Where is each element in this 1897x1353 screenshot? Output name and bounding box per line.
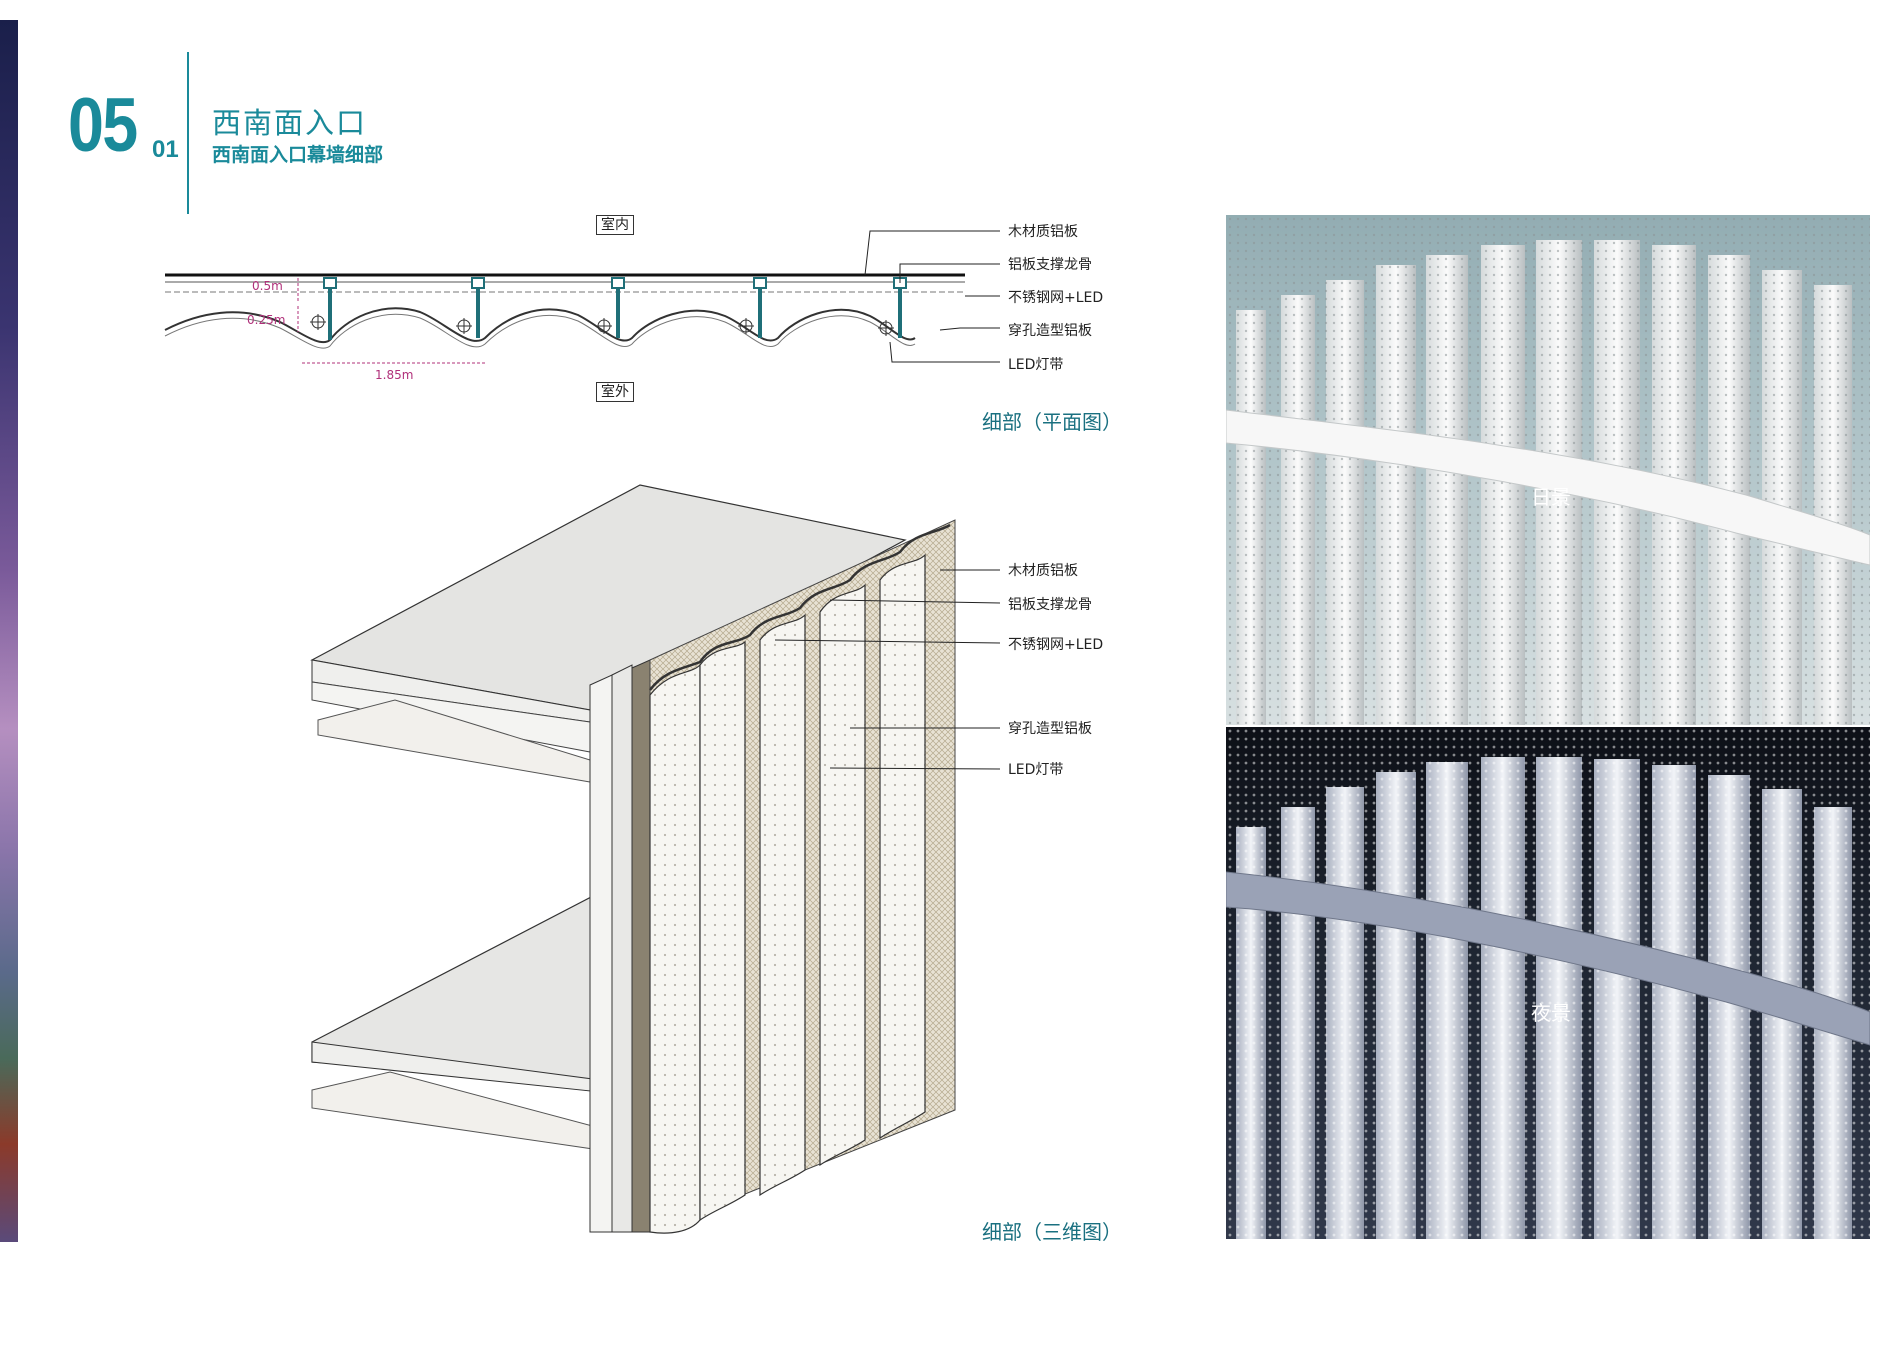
dimension-1-85m: 1.85m xyxy=(375,368,414,382)
plan-callout-wood-panel: 木材质铝板 xyxy=(1008,224,1078,240)
axo-callout-wood-panel: 木材质铝板 xyxy=(1008,563,1078,579)
day-render-label: 日景 xyxy=(1531,485,1571,509)
dimension-0-5m: 0.5m xyxy=(252,279,283,293)
left-decorative-strip xyxy=(0,20,18,1242)
outdoor-label: 室外 xyxy=(596,382,634,402)
plan-caption: 细部（平面图） xyxy=(982,410,1122,434)
axo-callout-perforated-panel: 穿孔造型铝板 xyxy=(1008,721,1092,737)
page-subtitle: 西南面入口幕墙细部 xyxy=(212,144,384,166)
night-render-image: 夜景 xyxy=(1226,727,1870,1239)
axo-caption: 细部（三维图） xyxy=(982,1220,1122,1244)
indoor-label: 室内 xyxy=(596,215,634,235)
axo-callout-steel-mesh-led: 不锈钢网+LED xyxy=(1008,637,1104,653)
axo-callout-support-frame: 铝板支撑龙骨 xyxy=(1008,597,1092,613)
night-render-label: 夜景 xyxy=(1531,1001,1571,1025)
day-render-image: 日景 xyxy=(1226,215,1870,725)
plan-callout-support-frame: 铝板支撑龙骨 xyxy=(1008,257,1092,273)
section-number: 05 xyxy=(68,83,138,168)
sub-number: 01 xyxy=(152,136,179,163)
header-divider xyxy=(187,52,189,214)
plan-detail-drawing xyxy=(164,230,1000,364)
plan-callout-steel-mesh-led: 不锈钢网+LED xyxy=(1008,290,1104,306)
plan-callout-perforated-panel: 穿孔造型铝板 xyxy=(1008,323,1092,339)
dimension-0-25m: 0.25m xyxy=(247,313,286,327)
page-title: 西南面入口 xyxy=(212,106,368,140)
axonometric-detail-drawing xyxy=(310,484,1001,1234)
axo-callout-led-strip: LED灯带 xyxy=(1008,762,1064,778)
plan-callout-led-strip: LED灯带 xyxy=(1008,357,1064,373)
